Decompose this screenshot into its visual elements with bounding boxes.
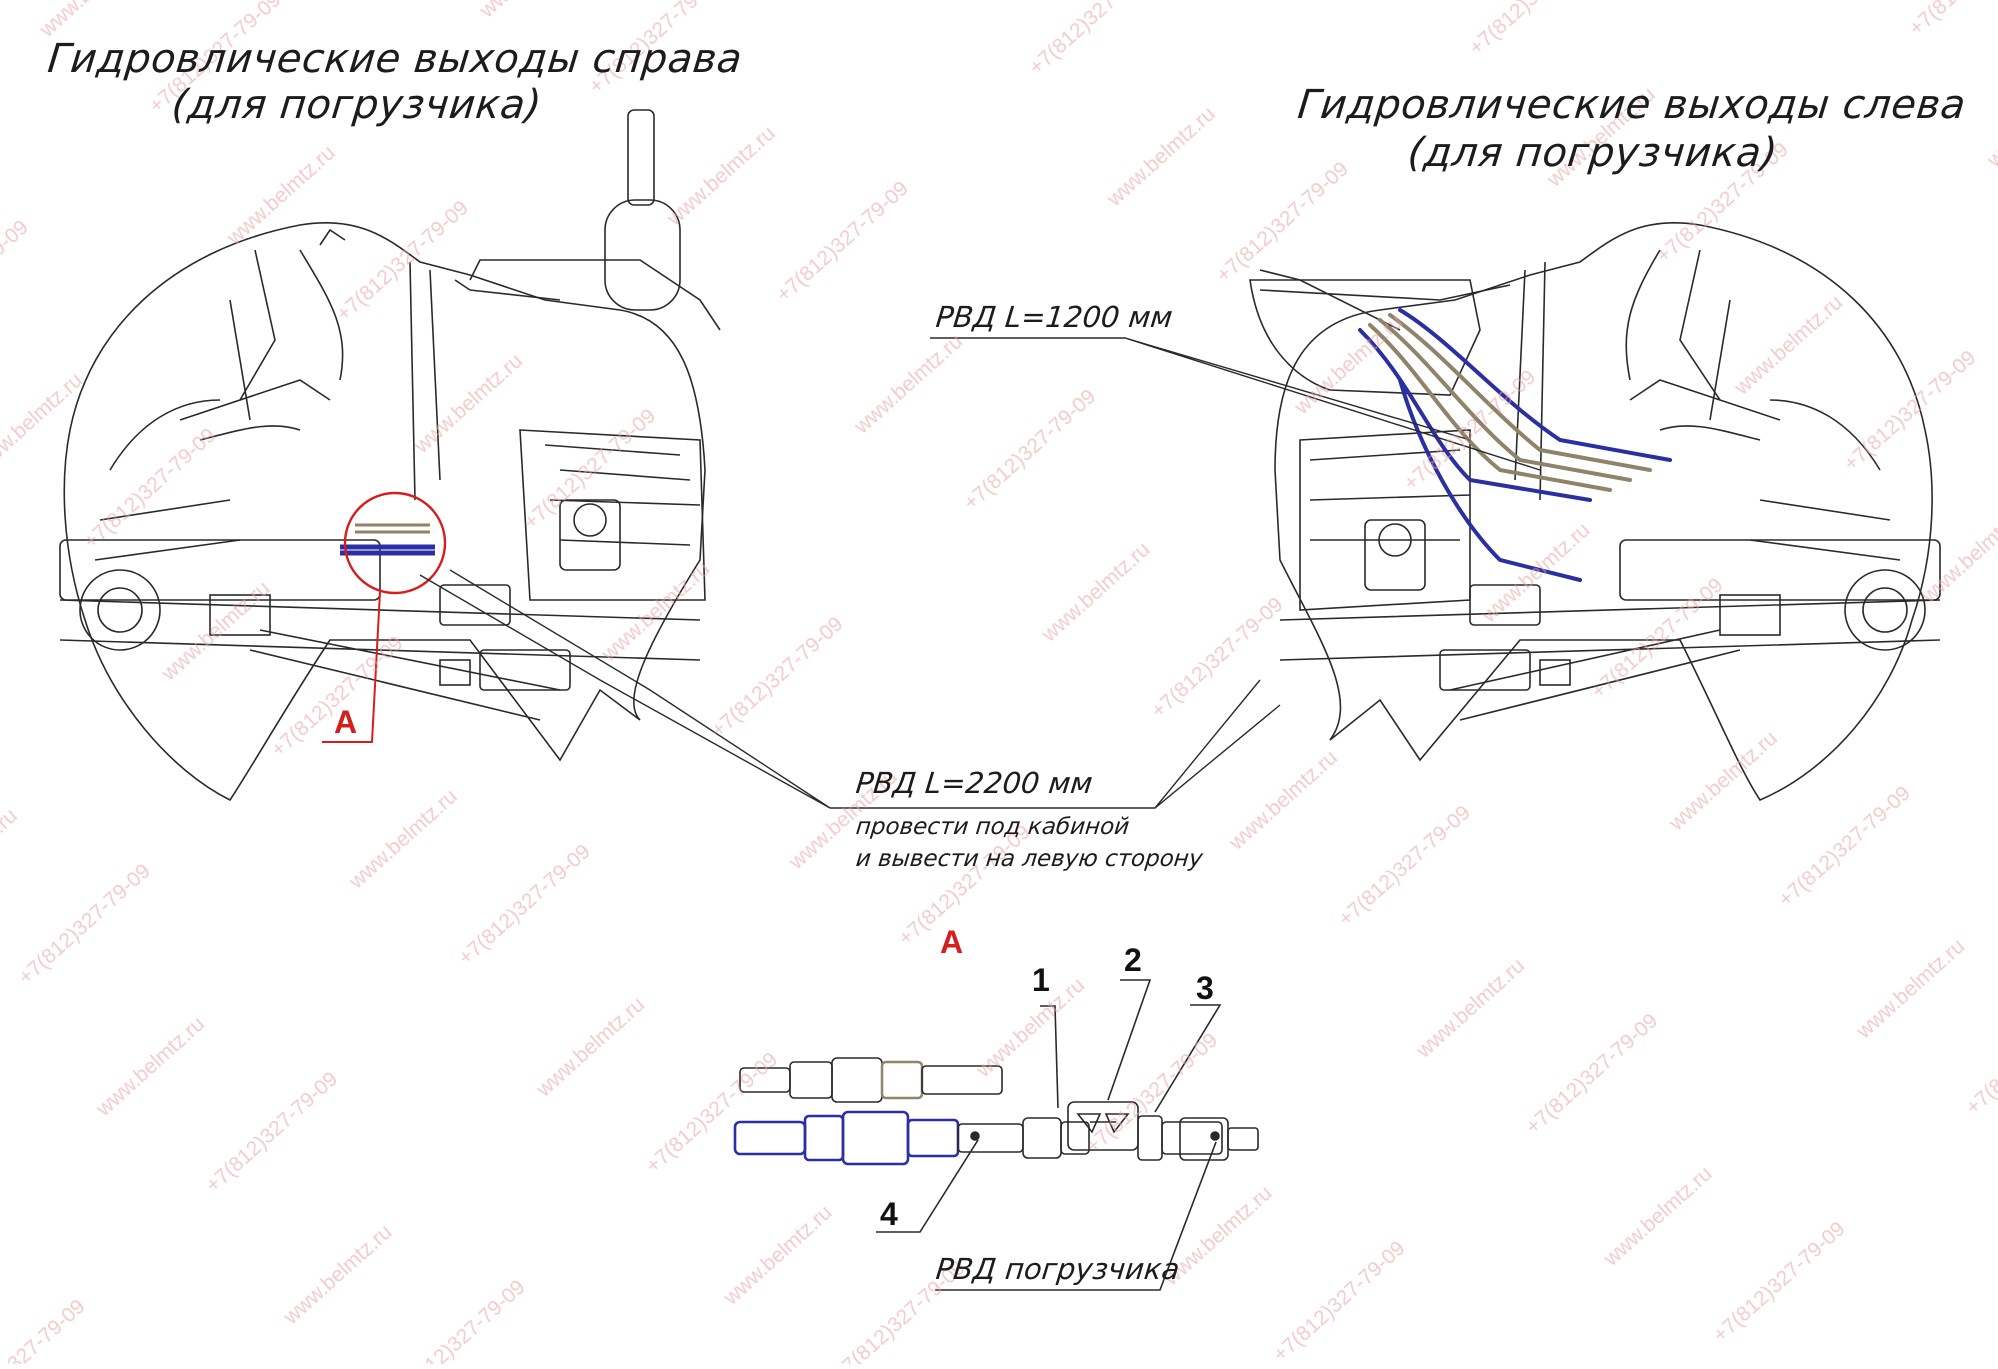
- title-left-line1: Гидровлические выходы слева: [1295, 82, 1969, 128]
- hose-2200-note-1: провести под кабиной: [854, 814, 1131, 840]
- loader-hose-label: РВД погрузчика: [934, 1252, 1182, 1286]
- part-number-4: 4: [880, 1196, 898, 1232]
- title-left-line2: (для погрузчика): [1405, 130, 1780, 176]
- part-number-3: 3: [1196, 970, 1214, 1006]
- title-right-line1: Гидровлические выходы справа: [45, 36, 745, 82]
- detail-a-title: A: [940, 924, 964, 960]
- hose-1200-label: РВД L=1200 мм: [934, 300, 1175, 334]
- part-number-1: 1: [1032, 962, 1050, 998]
- hose-2200-note-2: и вывести на левую сторону: [854, 846, 1204, 872]
- callout-a-label: A: [334, 704, 358, 740]
- title-right-line2: (для погрузчика): [169, 82, 544, 128]
- hose-2200-label: РВД L=2200 мм: [854, 766, 1095, 800]
- part-number-2: 2: [1124, 942, 1142, 978]
